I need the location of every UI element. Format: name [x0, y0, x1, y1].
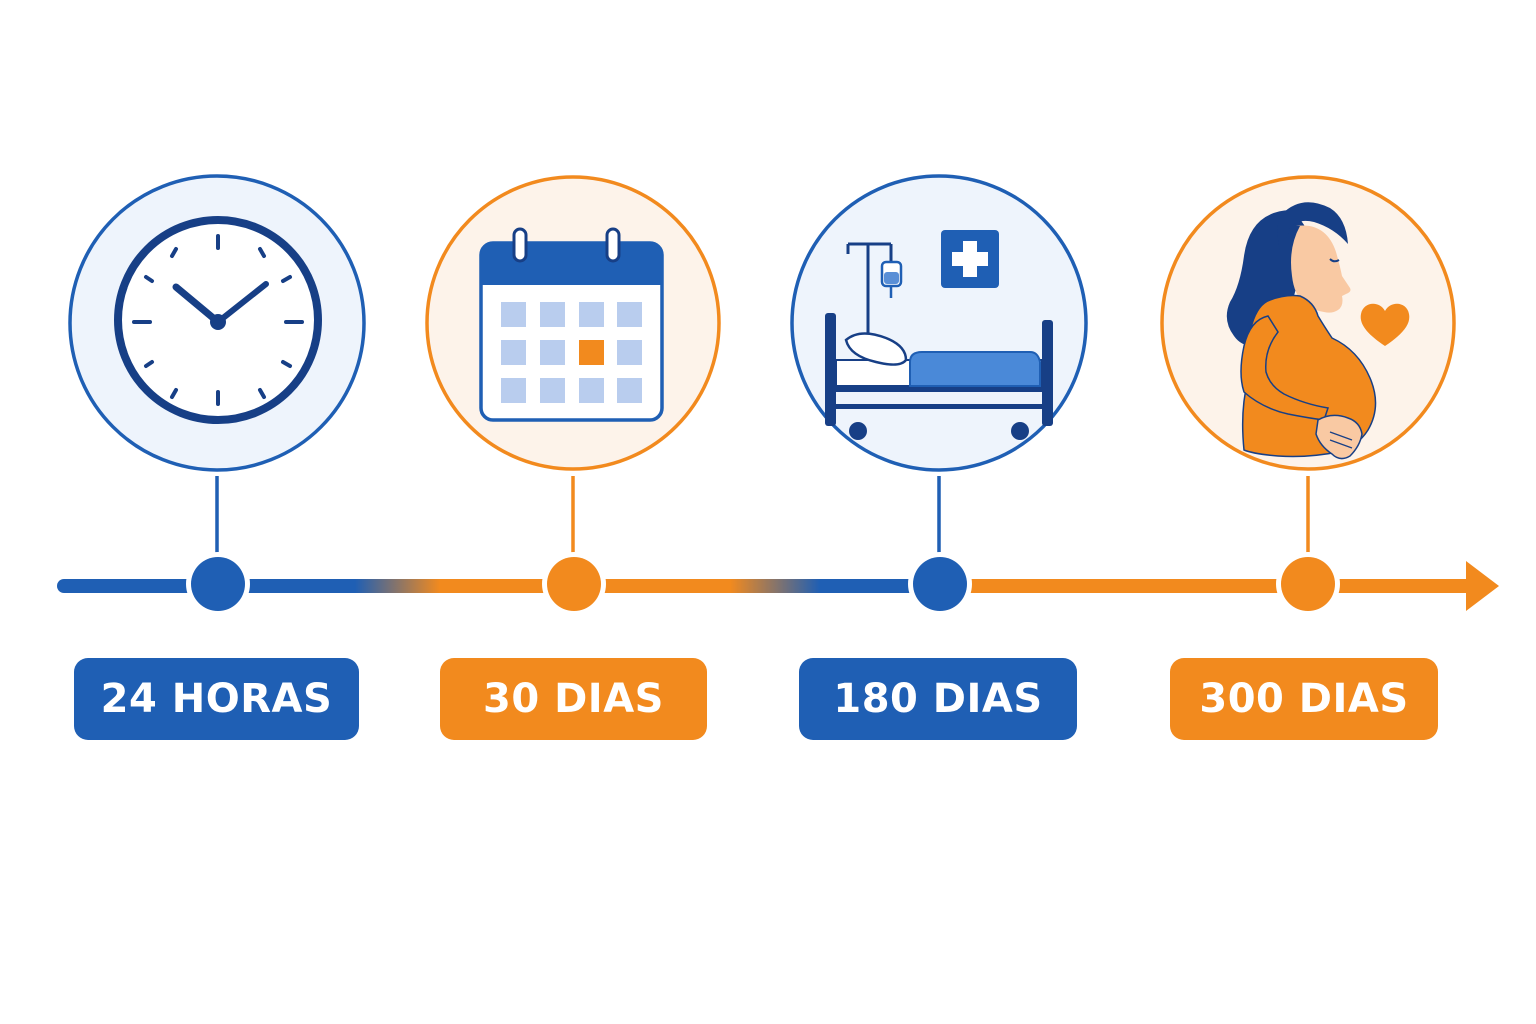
hospital-bed-icon	[825, 230, 1053, 440]
milestone-label-300-dias: 300 DIAS	[1170, 658, 1438, 740]
heart-icon	[1360, 303, 1410, 346]
milestone-circle-2	[790, 174, 1088, 472]
clock-icon	[114, 216, 322, 424]
timeline-node-2	[908, 552, 972, 616]
timeline-node-3	[1276, 552, 1340, 616]
milestone-label-30-dias: 30 DIAS	[440, 658, 707, 740]
milestone-label-180-dias: 180 DIAS	[799, 658, 1077, 740]
timeline-node-0	[186, 552, 250, 616]
timeline-node-1	[542, 552, 606, 616]
calendar-icon	[479, 227, 664, 422]
pregnant-woman-icon	[1226, 202, 1410, 460]
timeline-arrow-head	[1466, 561, 1499, 611]
calendar-highlight-day	[579, 340, 604, 365]
milestone-label-24-horas: 24 HORAS	[74, 658, 359, 740]
